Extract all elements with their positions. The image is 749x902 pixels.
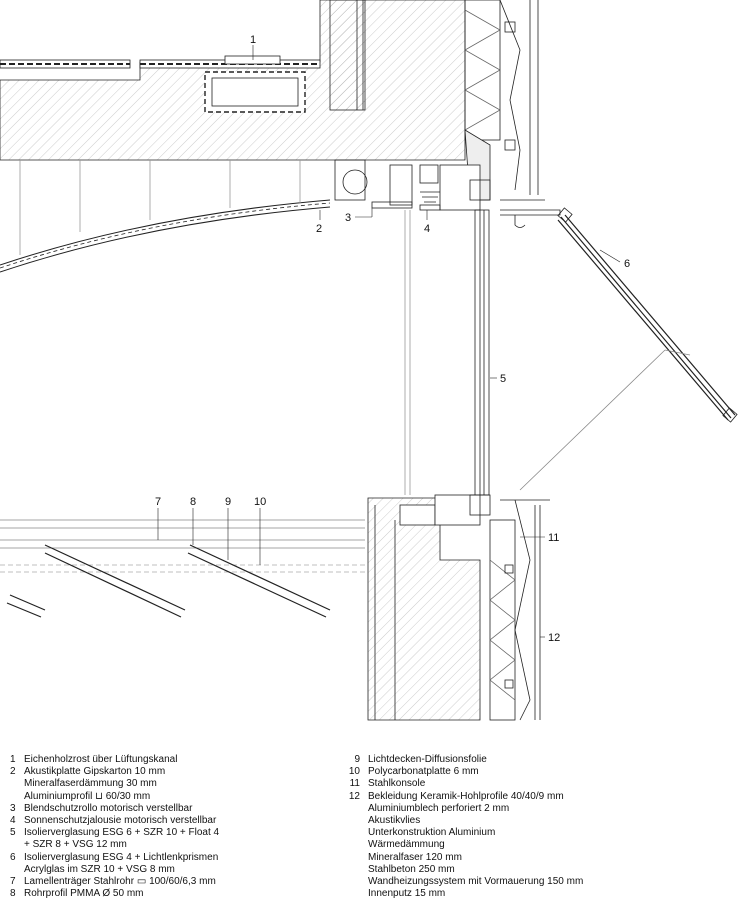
legend-item: 2 Akustikplatte Gipskarton 10 mm	[10, 766, 219, 778]
legend-number: 9	[354, 754, 360, 765]
legend-text: Sonnenschutzjalousie motorisch verstellb…	[24, 815, 217, 827]
callout-1: 1	[250, 34, 256, 46]
legend-item: + SZR 8 + VSG 12 mm	[10, 839, 219, 851]
legend-text: Acrylglas im SZR 10 + VSG 8 mm	[24, 863, 175, 875]
legend-number: 11	[349, 778, 360, 790]
legend-text: Akustikvlies	[368, 815, 421, 827]
callout-5: 5	[500, 373, 506, 385]
legend-number: 7	[10, 876, 16, 888]
legend-text: Blendschutzrollo motorisch verstellbar	[24, 802, 193, 814]
legend-text: Isolierverglasung ESG 6 + SZR 10 + Float…	[24, 827, 220, 839]
legend-text: Polycarbonatplatte 6 mm	[368, 766, 479, 778]
legend-item: Stahlbeton 250 mm	[338, 864, 583, 876]
concrete-wall-bottom	[367, 497, 481, 721]
legend-text: Akustikplatte Gipskarton 10 mm	[24, 766, 166, 778]
legend-text: + SZR 8 + VSG 12 mm	[24, 839, 127, 851]
legend-item: Aluminiumprofil ⊔ 60/30 mm	[10, 791, 219, 803]
callout-12: 12	[548, 632, 560, 644]
callout-3: 3	[345, 212, 351, 224]
legend-item: Wärmedämmung	[338, 839, 583, 851]
legend-item: 5 Isolierverglasung ESG 6 + SZR 10 + Floa…	[10, 827, 219, 839]
legend-item: Unterkonstruktion Aluminium	[338, 827, 583, 839]
legend-item: 8 Rohrprofil PMMA Ø 50 mm	[10, 888, 219, 900]
legend-text: Aluminiumprofil ⊔ 60/30 mm	[24, 790, 151, 802]
legend-text: Bekleidung Keramik-Hohlprofile 40/40/9 m…	[368, 790, 564, 802]
legend-item: Wandheizungssystem mit Vormauerung 150 m…	[338, 876, 583, 888]
pmma-tubes	[6, 544, 331, 618]
legend-text: Innenputz 15 mm	[368, 888, 446, 900]
legend-text: Eichenholzrost über Lüftungskanal	[24, 754, 178, 765]
legend-text: Stahlkonsole	[368, 778, 426, 790]
legend-text: Lamellenträger Stahlrohr ▭ 100/60/6,3 mm	[24, 876, 216, 888]
legend-number: 6	[10, 851, 16, 863]
legend-text: Isolierverglasung ESG 4 + Lichtlenkprism…	[24, 851, 219, 863]
legend-number: 2	[10, 766, 16, 778]
legend-left: 1 Eichenholzrost über Lüftungskanal 2 Akust…	[10, 754, 219, 900]
legend-text: Mineralfaser 120 mm	[368, 851, 462, 863]
legend-item: 3 Blendschutzrollo motorisch verstellbar	[10, 803, 219, 815]
legend-item: 12 Bekleidung Keramik-Hohlprofile 40/40/9…	[338, 791, 583, 803]
callout-2: 2	[316, 223, 322, 235]
legend-item: 11 Stahlkonsole	[338, 778, 583, 790]
callout-11: 11	[548, 532, 559, 544]
legend-right: 9 Lichtdecken-Diffusionsfolie 10 Polycarbon…	[338, 754, 583, 900]
legend-number: 10	[348, 766, 360, 778]
legend-text: Unterkonstruktion Aluminium	[368, 827, 496, 839]
legend-number: 5	[10, 827, 16, 839]
legend-item: 4 Sonnenschutzjalousie motorisch verstell…	[10, 815, 219, 827]
legend-text: Rohrprofil PMMA Ø 50 mm	[24, 888, 144, 900]
roller-blind	[342, 169, 368, 195]
callout-9: 9	[225, 496, 231, 508]
glazing-5	[474, 209, 490, 496]
legend-item: 1 Eichenholzrost über Lüftungskanal	[10, 754, 219, 766]
legend-text: Mineralfaserdämmung 30 mm	[24, 778, 157, 790]
legend-number: 3	[10, 802, 16, 814]
glazing-6	[557, 214, 736, 421]
legend-item: 9 Lichtdecken-Diffusionsfolie	[338, 754, 583, 766]
legend-item: Mineralfaser 120 mm	[338, 852, 583, 864]
callout-7: 7	[155, 496, 161, 508]
wall-heating-layer	[329, 0, 366, 111]
legend-item: Aluminiumblech perforiert 2 mm	[338, 803, 583, 815]
legend-item: Akustikvlies	[338, 815, 583, 827]
legend-text: Aluminiumblech perforiert 2 mm	[368, 802, 510, 814]
legend-text: Stahlbeton 250 mm	[368, 863, 455, 875]
legend-number: 1	[10, 754, 16, 765]
legend-text: Wärmedämmung	[368, 839, 445, 851]
legend-text: Lichtdecken-Diffusionsfolie	[368, 754, 487, 765]
acoustic-ceiling	[0, 199, 331, 266]
legend-item: Acrylglas im SZR 10 + VSG 8 mm	[10, 864, 219, 876]
callouts	[157, 45, 621, 638]
callout-8: 8	[190, 496, 196, 508]
legend-number: 4	[10, 815, 16, 827]
callout-6: 6	[624, 258, 630, 270]
legend-number: 12	[348, 790, 360, 802]
callout-10: 10	[254, 496, 266, 508]
legend-item: 10 Polycarbonatplatte 6 mm	[338, 766, 583, 778]
legend-text: Wandheizungssystem mit Vormauerung 150 m…	[368, 876, 584, 888]
callout-4: 4	[424, 223, 430, 235]
legend-item: Mineralfaserdämmung 30 mm	[10, 778, 219, 790]
legend-number: 8	[10, 888, 16, 900]
legend-item: Innenputz 15 mm	[338, 888, 583, 900]
section-detail-drawing: 1 2 3 4 5 6 7 8 9 10 11 12	[0, 0, 738, 721]
legend-item: 7 Lamellenträger Stahlrohr ▭ 100/60/6,3 m…	[10, 876, 219, 888]
legend-item: 6 Isolierverglasung ESG 4 + Lichtlenkpris…	[10, 852, 219, 864]
